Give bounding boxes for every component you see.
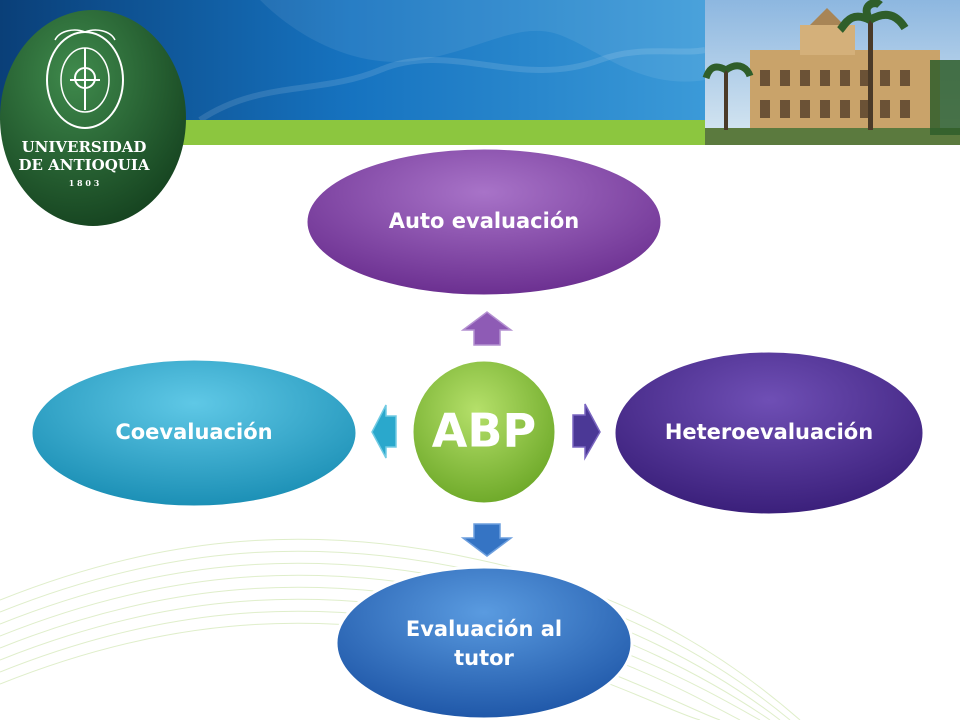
node-left-shape — [29, 357, 359, 509]
node-top-shape — [304, 146, 664, 298]
node-bottom-label-line2: tutor — [454, 646, 514, 670]
arrow-up-icon — [460, 311, 514, 346]
node-left-label: Coevaluación — [115, 420, 272, 444]
node-bottom-label-line1: Evaluación al — [406, 617, 562, 641]
node-center-shape — [410, 358, 558, 506]
node-heteroevaluacion: Heteroevaluación — [612, 349, 926, 517]
header-swirl — [198, 47, 706, 123]
header-pattern — [260, 0, 705, 82]
diagram-arrows — [371, 311, 601, 557]
node-evaluacion-tutor: Evaluación al tutor — [334, 565, 634, 720]
logo-badge — [0, 10, 186, 226]
header-green-band — [180, 120, 705, 145]
node-bottom-shape — [334, 565, 634, 720]
arrow-right-icon — [572, 403, 601, 461]
logo-line1: UNIVERSIDAD — [22, 138, 147, 156]
node-right-shape — [612, 349, 926, 517]
university-logo: UNIVERSIDAD DE ANTIOQUIA 1 8 0 3 — [0, 10, 186, 226]
node-center-abp: ABP — [410, 358, 558, 506]
arrow-down-icon — [460, 523, 514, 557]
arrow-left-icon — [371, 404, 397, 459]
logo-year: 1 8 0 3 — [69, 178, 100, 188]
node-center-label: ABP — [432, 404, 536, 458]
logo-line2: DE ANTIOQUIA — [18, 156, 149, 174]
node-auto-evaluacion: Auto evaluación — [304, 146, 664, 298]
node-right-label: Heteroevaluación — [665, 420, 873, 444]
node-coevaluacion: Coevaluación — [29, 357, 359, 509]
campus-photo — [702, 0, 960, 145]
crest-icon — [46, 29, 124, 129]
node-top-label: Auto evaluación — [389, 209, 579, 233]
header-banner — [0, 0, 960, 145]
